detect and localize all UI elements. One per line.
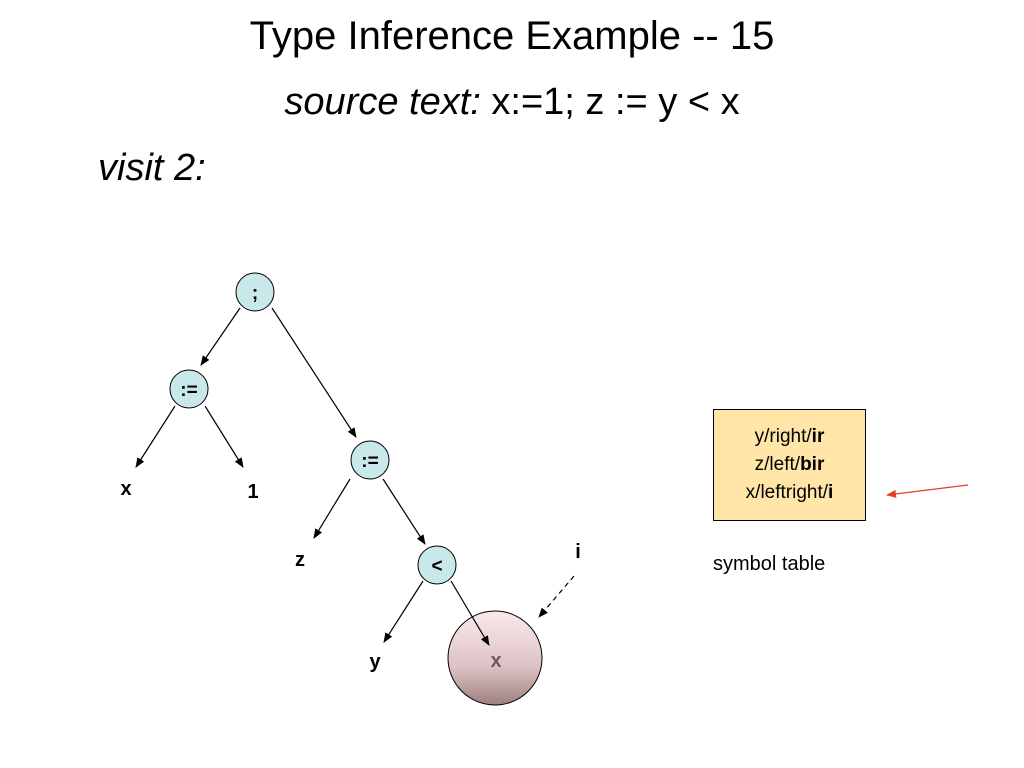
- symbol-name: x/leftright/: [745, 482, 829, 503]
- node-assign-left-label: :=: [180, 380, 197, 401]
- leaf-y: y: [369, 651, 381, 673]
- symbol-table: y/right/ir z/left/bir x/leftright/i: [713, 409, 866, 521]
- node-less-than: <: [417, 545, 457, 585]
- edge-assign-left-x: [135, 405, 176, 468]
- symbol-table-row: z/left/bir: [714, 451, 865, 479]
- edge-less-y: [383, 580, 424, 643]
- edge-assign-right-z: [313, 478, 351, 539]
- node-less-than-label: <: [431, 556, 442, 577]
- edge-root-assign-right: [271, 307, 357, 438]
- edge-assign-left-1: [204, 405, 244, 468]
- symbol-table-row: y/right/ir: [714, 423, 865, 451]
- node-assign-right: :=: [350, 440, 390, 480]
- node-assign-right-label: :=: [361, 451, 378, 472]
- pointer-i-label: i: [575, 541, 581, 563]
- symbol-type: i: [828, 482, 834, 503]
- symbol-table-pointer-arrow: [886, 484, 969, 498]
- source-code: x:=1; z := y < x: [480, 81, 740, 123]
- edge-assign-right-less: [382, 478, 426, 545]
- symbol-name: y/right/: [754, 426, 812, 447]
- symbol-table-caption: symbol table: [713, 553, 826, 575]
- current-node-highlight: [447, 610, 543, 706]
- edge-root-assign-left: [200, 307, 241, 366]
- node-assign-left: :=: [169, 369, 209, 409]
- visit-label: visit 2:: [98, 147, 206, 189]
- node-root: ;: [235, 272, 275, 312]
- leaf-one: 1: [247, 481, 258, 503]
- edge-less-x: [450, 580, 490, 646]
- pointer-i-arrow: [538, 575, 575, 618]
- symbol-type: bir: [800, 454, 825, 475]
- node-root-label: ;: [252, 283, 258, 304]
- leaf-x-left: x: [120, 478, 131, 500]
- symbol-name: z/left/: [754, 454, 801, 475]
- symbol-type: ir: [811, 426, 825, 447]
- leaf-z: z: [295, 549, 305, 571]
- slide-title: Type Inference Example -- 15: [249, 14, 775, 58]
- symbol-table-row: x/leftright/i: [714, 479, 865, 507]
- source-text-line: source text: x:=1; z := y < x: [0, 78, 1024, 126]
- leaf-x-current: x: [490, 650, 501, 672]
- source-text-label: source text:: [284, 81, 481, 123]
